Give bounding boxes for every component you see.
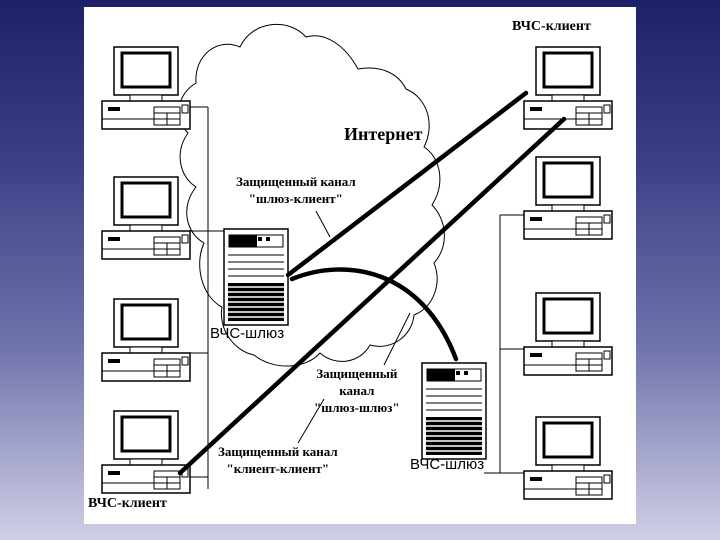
server-icon	[223, 228, 289, 326]
channel-gateway-gateway-line	[289, 267, 459, 362]
internet-label: Интернет	[344, 124, 423, 144]
channel-gateway-client-label: Защищенный канал "шлюз-клиент"	[236, 174, 356, 206]
computer-icon	[100, 409, 192, 495]
computer-icon	[522, 291, 614, 377]
lan-wires	[178, 106, 524, 489]
slide: ВЧС-клиент ВЧС-клиент Интернет Защищенны…	[84, 7, 636, 524]
computer-icon	[100, 175, 192, 261]
server-icon	[421, 362, 487, 460]
channel-client-client-label: Защищенный канал "клиент-клиент"	[218, 444, 338, 476]
gateway-left-label: ВЧС-шлюз	[210, 325, 285, 342]
computer-icon	[100, 45, 192, 131]
channel-gateway-client-line	[285, 90, 529, 278]
secure-channels	[177, 90, 567, 476]
computer-icon	[522, 415, 614, 501]
computer-icon	[522, 45, 614, 131]
vpn-client-top-label: ВЧС-клиент	[512, 19, 591, 34]
vpn-client-bottom-label: ВЧС-клиент	[88, 496, 167, 511]
computer-icon	[100, 297, 192, 383]
channel-gateway-gateway-label: Защищенный канал "шлюз-шлюз"	[314, 366, 400, 415]
channel-client-client-line	[177, 116, 567, 476]
callout-lines	[297, 210, 411, 444]
computer-icon	[522, 155, 614, 241]
network-diagram	[100, 23, 614, 501]
gateway-right-label: ВЧС-шлюз	[410, 456, 485, 473]
